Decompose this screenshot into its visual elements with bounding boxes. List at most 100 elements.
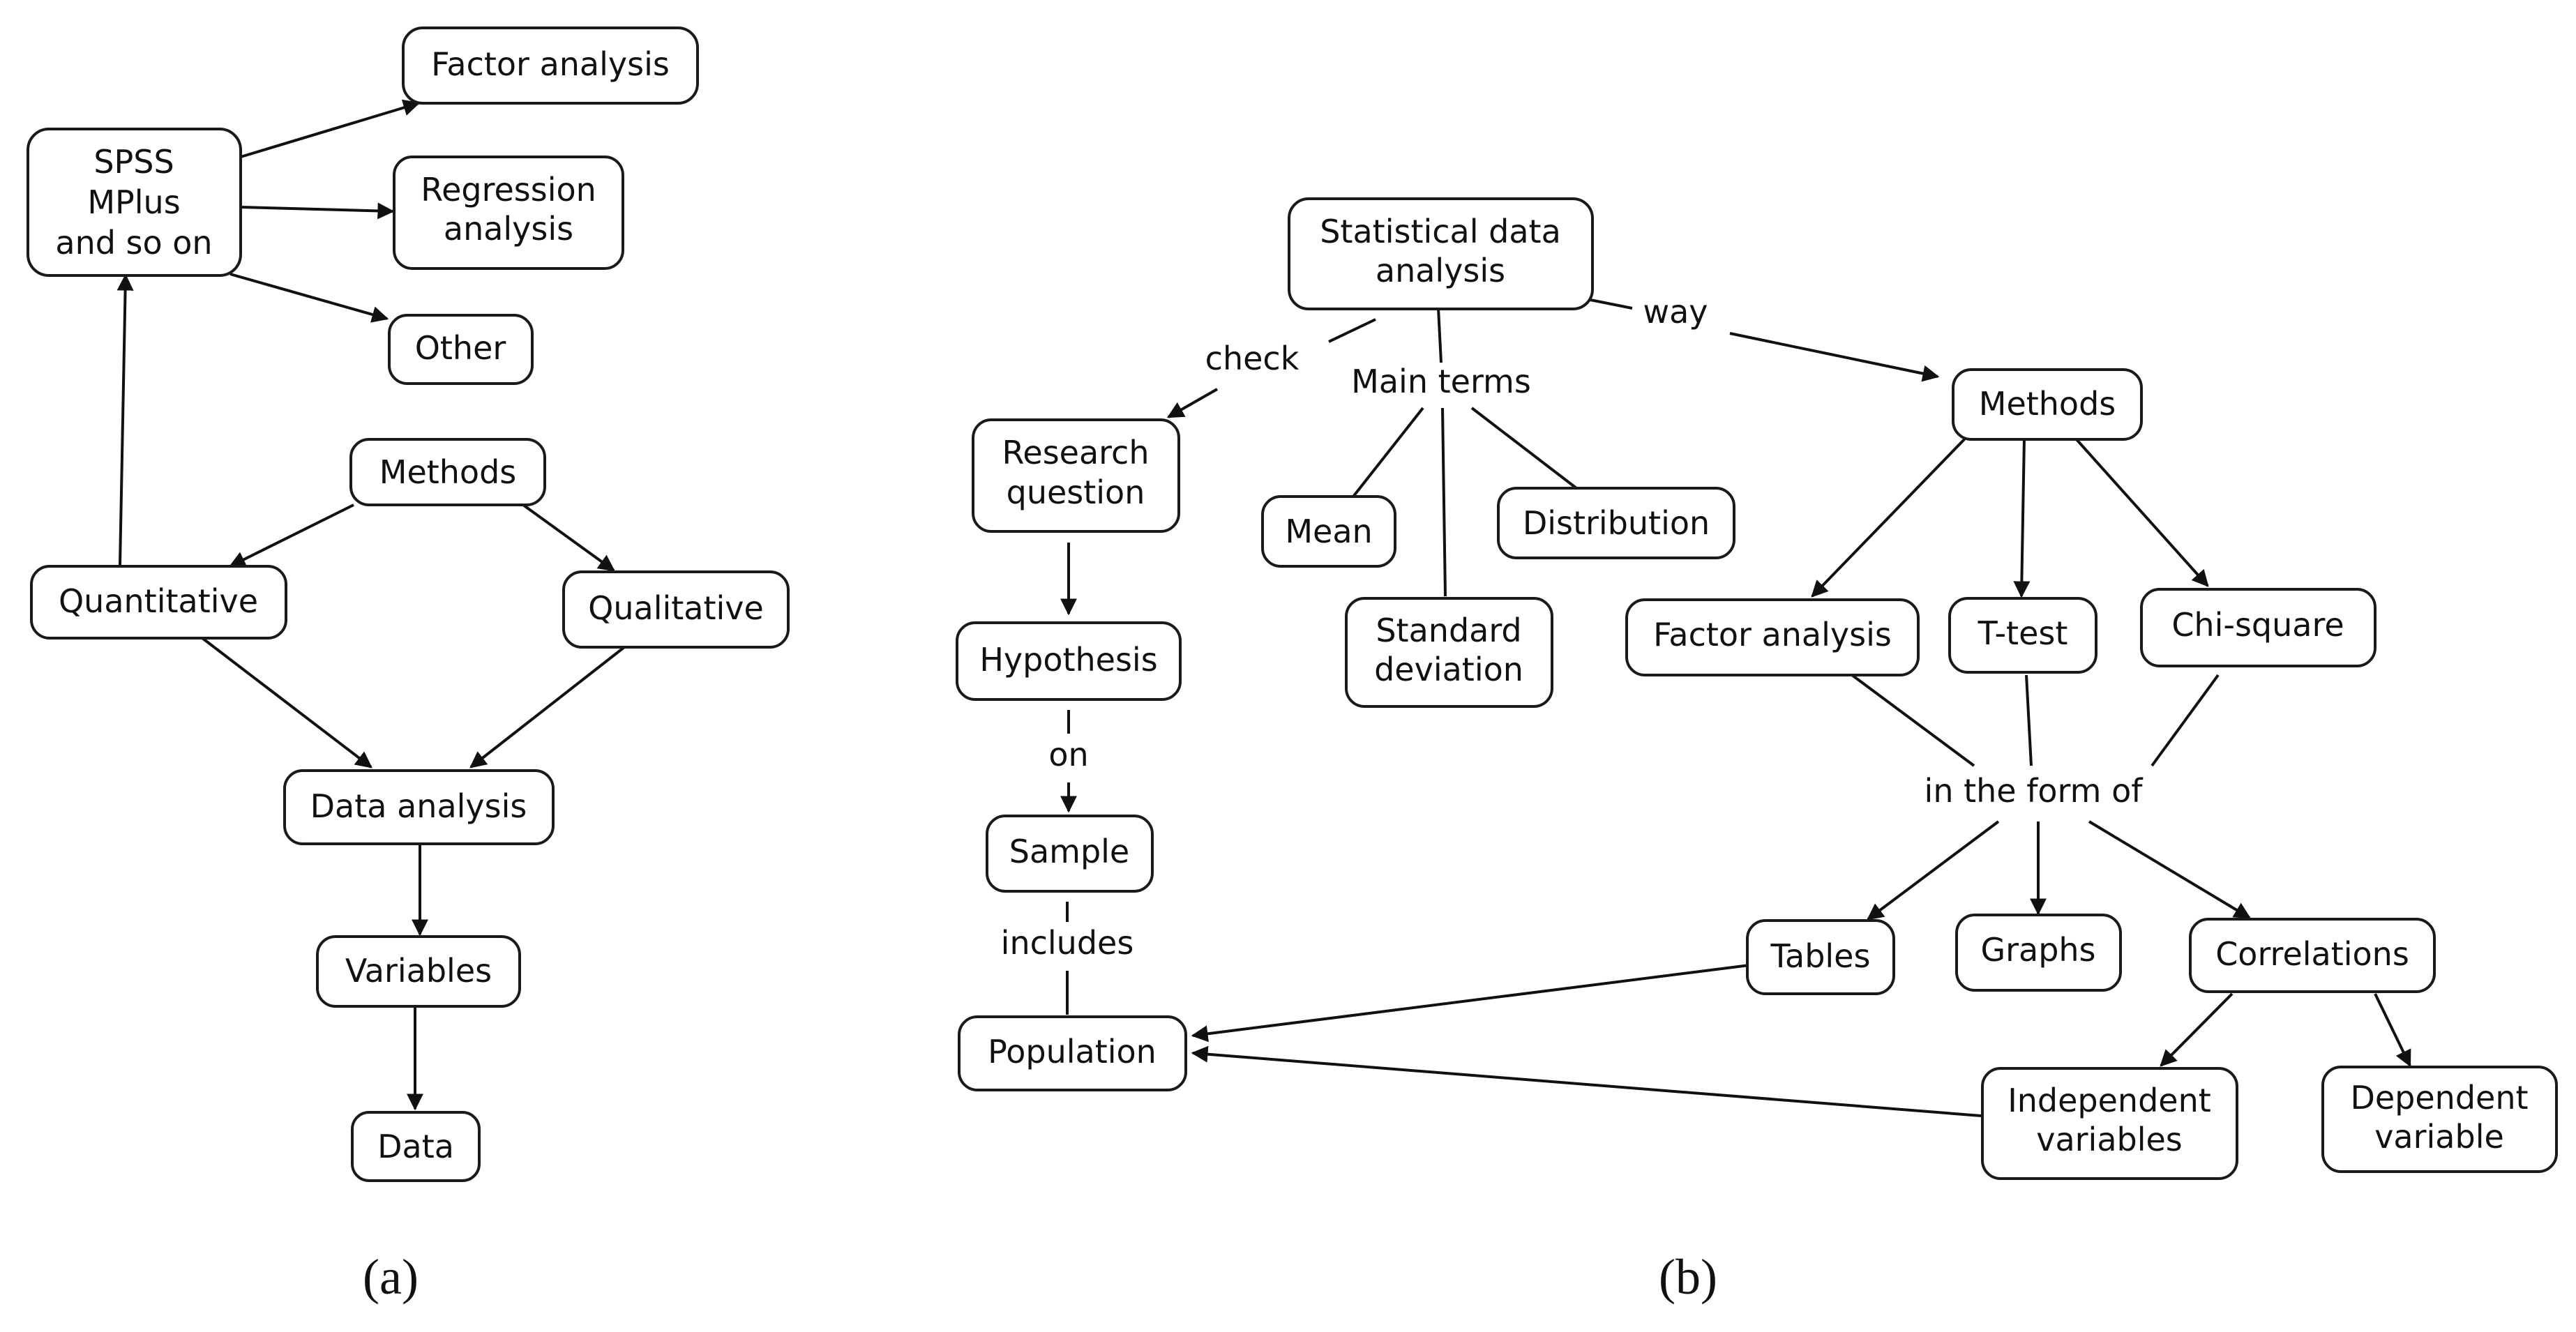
svg-text:Data: Data: [377, 1128, 454, 1165]
edge-chi-square-to-form: [2151, 674, 2220, 767]
node-mean: Mean: [1261, 495, 1396, 568]
svg-text:Dependent: Dependent: [2350, 1079, 2528, 1117]
edge-main-terms-to-mean: [1352, 407, 1424, 498]
edge-way-to-methods: [1729, 332, 1940, 382]
edge-label-in-the-form-of: in the form of: [1925, 772, 2144, 810]
edge-spss-to-other: [229, 273, 389, 323]
svg-text:T-test: T-test: [1978, 614, 2068, 652]
svg-text:Hypothesis: Hypothesis: [979, 641, 1157, 679]
edge-correlations-to-dependent: [2374, 993, 2411, 1068]
svg-text:Distribution: Distribution: [1523, 504, 1710, 542]
svg-text:Other: Other: [415, 329, 506, 367]
node-population: Population: [958, 1015, 1187, 1091]
svg-text:analysis: analysis: [1376, 252, 1505, 289]
node-graphs: Graphs: [1955, 914, 2122, 992]
edge-labels-panel-b: check Main terms way on includes in the …: [997, 293, 2152, 969]
panel-label-a: (a): [363, 1249, 419, 1305]
edge-independent-to-population: [1191, 1045, 1982, 1117]
edge-methods-to-t-test: [2013, 437, 2031, 598]
node-standard-deviation: Standard deviation: [1345, 597, 1553, 708]
svg-text:Research: Research: [1002, 434, 1150, 471]
edge-t-test-to-form: [2025, 674, 2033, 766]
svg-text:Population: Population: [988, 1033, 1157, 1070]
node-chi-square: Chi-square: [2140, 588, 2377, 667]
node-distribution: Distribution: [1497, 487, 1735, 559]
edge-methods-to-chi-square: [2074, 437, 2209, 587]
edge-statistical-to-way: [1590, 298, 1633, 310]
node-variables: Variables: [316, 935, 521, 1008]
svg-text:variable: variable: [2374, 1118, 2504, 1156]
svg-text:Qualitative: Qualitative: [588, 589, 764, 627]
node-data-analysis: Data analysis: [283, 769, 555, 845]
edge-quantitative-to-spss: [116, 273, 134, 566]
svg-text:Sample: Sample: [1009, 833, 1129, 870]
edge-tables-to-population: [1191, 964, 1750, 1043]
node-tables: Tables: [1746, 919, 1895, 995]
svg-text:Correlations: Correlations: [2215, 935, 2409, 973]
edge-main-terms-to-distribution: [1470, 407, 1578, 490]
svg-text:Methods: Methods: [379, 453, 517, 491]
node-spss: SPSS MPlus and so on: [27, 128, 242, 277]
svg-text:Chi-square: Chi-square: [2171, 606, 2344, 644]
edge-label-includes: includes: [1001, 924, 1134, 962]
edge-label-main-terms: Main terms: [1351, 363, 1531, 400]
edge-label-check: check: [1205, 340, 1300, 377]
svg-text:Variables: Variables: [345, 952, 492, 990]
node-other: Other: [388, 314, 534, 385]
node-quantitative: Quantitative: [30, 565, 287, 639]
node-methods-b: Methods: [1952, 368, 2143, 441]
edge-form-to-tables: [1867, 820, 2000, 921]
svg-text:variables: variables: [2036, 1121, 2183, 1158]
edge-spss-to-regression: [240, 202, 395, 220]
node-research-question: Research question: [972, 418, 1180, 533]
svg-text:Methods: Methods: [1979, 385, 2116, 423]
node-dependent-variable: Dependent variable: [2321, 1066, 2558, 1173]
node-statistical-data-analysis: Statistical data analysis: [1288, 197, 1594, 310]
svg-text:deviation: deviation: [1374, 651, 1523, 688]
edge-quantitative-to-data-analysis: [201, 637, 372, 769]
svg-text:and so on: and so on: [55, 224, 212, 262]
node-hypothesis: Hypothesis: [956, 621, 1182, 701]
node-factor-analysis-a: Factor analysis: [402, 27, 699, 105]
svg-text:SPSS: SPSS: [93, 143, 174, 181]
svg-text:Quantitative: Quantitative: [59, 582, 258, 620]
node-independent-variables: Independent variables: [1981, 1067, 2238, 1180]
svg-text:Statistical data: Statistical data: [1320, 213, 1561, 250]
svg-text:Independent: Independent: [2008, 1082, 2211, 1119]
svg-text:Regression: Regression: [421, 171, 596, 209]
svg-text:Tables: Tables: [1770, 937, 1871, 975]
node-methods-a: Methods: [349, 438, 546, 506]
panel-label-b: (b): [1659, 1249, 1717, 1305]
edge-methods-to-factor-analysis: [1811, 437, 1967, 598]
edge-methods-to-quantitative: [228, 504, 354, 568]
node-sample: Sample: [986, 815, 1154, 893]
node-regression: Regression analysis: [393, 156, 624, 270]
edge-factor-analysis-to-form: [1851, 674, 1975, 767]
node-correlations: Correlations: [2189, 918, 2436, 993]
svg-text:Factor analysis: Factor analysis: [431, 45, 670, 83]
svg-text:analysis: analysis: [444, 210, 573, 248]
edge-main-terms-to-std-dev: [1441, 407, 1447, 597]
edge-label-way: way: [1643, 293, 1708, 331]
edge-check-to-research-question: [1166, 388, 1218, 418]
edges-panel-a: [116, 99, 626, 1111]
node-t-test: T-test: [1948, 597, 2097, 674]
svg-text:Graphs: Graphs: [1980, 931, 2095, 969]
edge-methods-to-qualitative: [522, 504, 615, 572]
node-data: Data: [351, 1111, 481, 1182]
edge-statistical-to-main-terms: [1437, 308, 1443, 363]
svg-text:Standard: Standard: [1376, 612, 1521, 649]
node-qualitative: Qualitative: [562, 570, 790, 649]
svg-text:MPlus: MPlus: [87, 183, 180, 221]
svg-text:Data analysis: Data analysis: [310, 787, 527, 825]
node-factor-analysis-b: Factor analysis: [1625, 598, 1920, 676]
edge-statistical-to-check: [1328, 318, 1376, 343]
edge-qualitative-to-data-analysis: [469, 646, 626, 769]
svg-text:question: question: [1007, 474, 1145, 511]
edge-label-on: on: [1048, 736, 1088, 773]
edge-correlations-to-independent: [2160, 992, 2234, 1067]
edges-panel-b: [1060, 298, 2411, 1117]
edge-spss-to-factor: [240, 99, 421, 158]
